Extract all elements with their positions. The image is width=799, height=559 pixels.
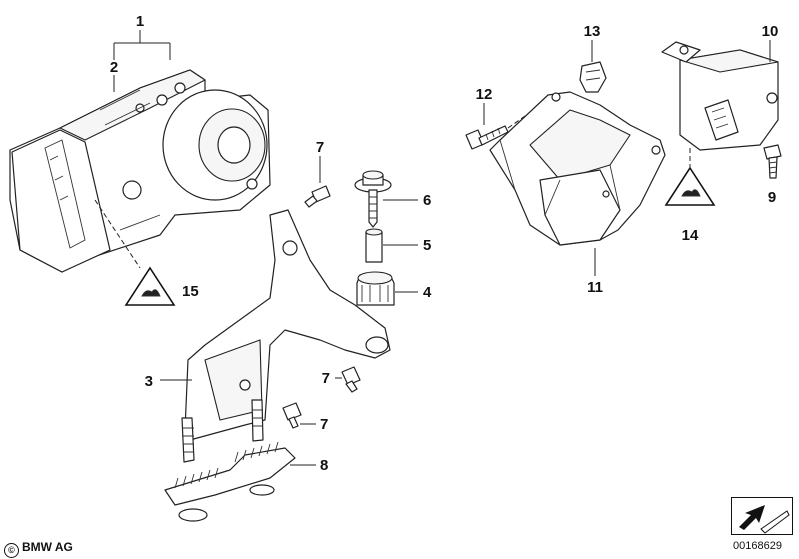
callout-2[interactable]: 2 bbox=[110, 59, 118, 76]
esd-warning-triangle-icon bbox=[664, 166, 716, 206]
yaw-rate-sensor[interactable] bbox=[661, 40, 779, 168]
callout-14[interactable]: 14 bbox=[682, 227, 699, 244]
callout-7-top[interactable]: 7 bbox=[316, 139, 324, 156]
callout-3[interactable]: 3 bbox=[145, 373, 153, 390]
screw-top[interactable] bbox=[304, 156, 331, 208]
callout-5[interactable]: 5 bbox=[423, 237, 431, 254]
orientation-arrow-icon bbox=[731, 497, 793, 535]
sensor-screw[interactable] bbox=[763, 144, 782, 179]
rubber-mount[interactable] bbox=[356, 271, 418, 306]
hydraulic-unit[interactable] bbox=[9, 30, 271, 273]
copyright-text: BMW AG bbox=[22, 540, 73, 554]
callout-11[interactable]: 11 bbox=[587, 279, 603, 296]
bracket[interactable] bbox=[160, 209, 391, 463]
callout-13[interactable]: 13 bbox=[584, 23, 601, 40]
copyright-notice: ©BMW AG bbox=[4, 540, 73, 558]
clip[interactable] bbox=[579, 40, 607, 93]
callout-12[interactable]: 12 bbox=[476, 86, 493, 103]
sleeve[interactable] bbox=[365, 228, 418, 263]
esd-warning-triangle-icon bbox=[124, 266, 176, 306]
callout-8[interactable]: 8 bbox=[320, 457, 328, 474]
callout-1[interactable]: 1 bbox=[136, 13, 144, 30]
bolt-with-washer[interactable] bbox=[354, 170, 418, 228]
screw-middle[interactable] bbox=[335, 366, 361, 393]
callout-15[interactable]: 15 bbox=[182, 283, 199, 300]
damping-pad[interactable] bbox=[164, 441, 316, 522]
holder[interactable] bbox=[489, 91, 666, 276]
callout-10[interactable]: 10 bbox=[762, 23, 779, 40]
callout-9[interactable]: 9 bbox=[768, 189, 776, 206]
copyright-symbol: © bbox=[4, 543, 19, 558]
callout-6[interactable]: 6 bbox=[423, 192, 431, 209]
callout-7-lower[interactable]: 7 bbox=[320, 416, 328, 433]
screw-lower[interactable] bbox=[282, 402, 316, 429]
callout-4[interactable]: 4 bbox=[423, 284, 432, 301]
document-number: 00168629 bbox=[733, 540, 782, 552]
callout-7-middle[interactable]: 7 bbox=[322, 370, 330, 387]
